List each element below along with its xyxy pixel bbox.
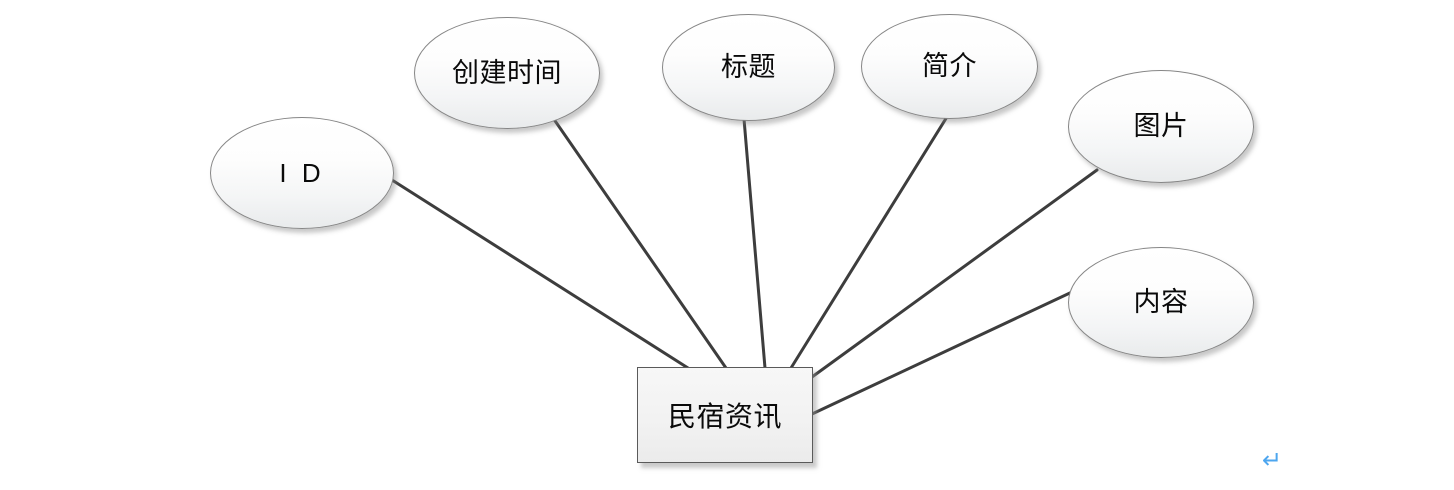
- connector-line-id: [390, 178, 690, 370]
- attribute-label-summary: 简介: [922, 51, 977, 81]
- attribute-ellipse-title[interactable]: 标题: [662, 14, 835, 121]
- connector-line-create-time: [549, 113, 728, 370]
- attribute-label-title: 标题: [721, 52, 776, 82]
- paragraph-mark-icon: ↵: [1262, 446, 1283, 474]
- attribute-ellipse-summary[interactable]: 简介: [861, 14, 1038, 119]
- connector-line-title: [742, 117, 767, 370]
- connector-line-summary: [789, 110, 952, 370]
- attribute-ellipse-create-time[interactable]: 创建时间: [414, 17, 600, 129]
- attribute-label-create-time: 创建时间: [452, 57, 562, 88]
- attribute-label-image: 图片: [1133, 111, 1189, 141]
- entity-label: 民宿资讯: [667, 402, 782, 433]
- connector-line-content: [810, 290, 1074, 416]
- attribute-label-content: 内容: [1133, 287, 1189, 317]
- attribute-label-id: I D: [279, 158, 325, 188]
- connector-line-image: [810, 168, 1099, 379]
- attribute-ellipse-image[interactable]: 图片: [1068, 70, 1254, 183]
- attribute-ellipse-id[interactable]: I D: [210, 117, 394, 229]
- entity-rectangle[interactable]: 民宿资讯: [637, 367, 813, 463]
- attribute-ellipse-content[interactable]: 内容: [1068, 247, 1254, 358]
